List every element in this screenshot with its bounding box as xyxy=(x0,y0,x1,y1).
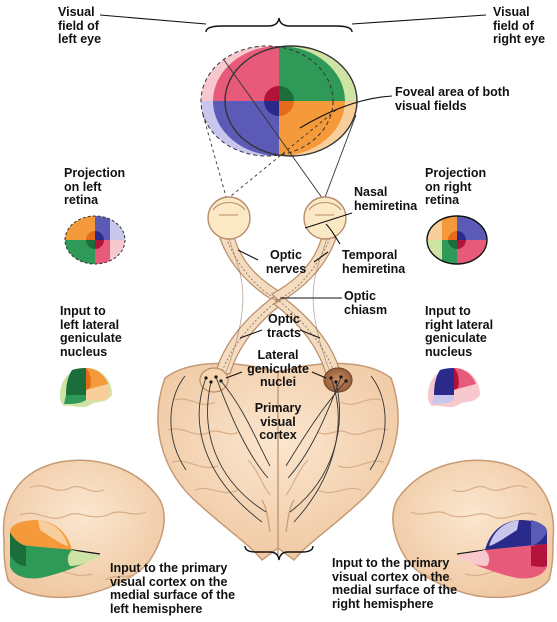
label-visual-field-right-eye: Visual field of right eye xyxy=(493,5,546,46)
left-retina-projection xyxy=(64,215,126,265)
label-input-left-lgn: Input to left lateral geniculate nucleus xyxy=(60,304,122,359)
label-lateral-geniculate-nuclei: Lateral geniculate nuclei xyxy=(247,348,309,389)
label-projection-right-retina: Projection on right retina xyxy=(425,166,487,207)
label-input-right-lgn: Input to right lateral geniculate nucleu… xyxy=(425,304,494,359)
projection-lines xyxy=(202,59,357,203)
label-optic-nerves: Optic nerves xyxy=(265,248,307,276)
label-input-cortex-left: Input to the primary visual cortex on th… xyxy=(110,561,236,616)
label-visual-field-left-eye: Visual field of left eye xyxy=(58,5,102,46)
binocular-field xyxy=(213,46,345,156)
right-lgn xyxy=(323,367,353,393)
right-retina-projection xyxy=(426,215,488,265)
right-lgn-input-icon xyxy=(428,368,480,408)
left-eye xyxy=(207,196,251,240)
optic-pathway xyxy=(215,235,341,375)
left-hemisphere-medial xyxy=(2,459,165,599)
right-hemisphere-medial xyxy=(392,459,555,599)
right-eye xyxy=(303,196,347,240)
label-input-cortex-right: Input to the primary visual cortex on th… xyxy=(332,556,458,611)
label-projection-left-retina: Projection on left retina xyxy=(64,166,126,207)
optic-radiations xyxy=(170,375,386,523)
leader-lines xyxy=(99,14,487,379)
label-nasal-hemiretina: Nasal hemiretina xyxy=(354,185,418,213)
label-optic-chiasm: Optic chiasm xyxy=(344,289,388,317)
left-lgn-input-icon xyxy=(60,368,112,408)
label-foveal-area: Foveal area of both visual fields xyxy=(395,85,510,113)
label-optic-tracts: Optic tracts xyxy=(266,312,302,340)
visual-field xyxy=(200,17,358,157)
fovea xyxy=(264,86,294,116)
label-primary-visual-cortex: Primary visual cortex xyxy=(254,401,302,442)
label-temporal-hemiretina: Temporal hemiretina xyxy=(342,248,406,276)
brain-occipital xyxy=(157,362,399,562)
left-lgn xyxy=(199,367,229,393)
